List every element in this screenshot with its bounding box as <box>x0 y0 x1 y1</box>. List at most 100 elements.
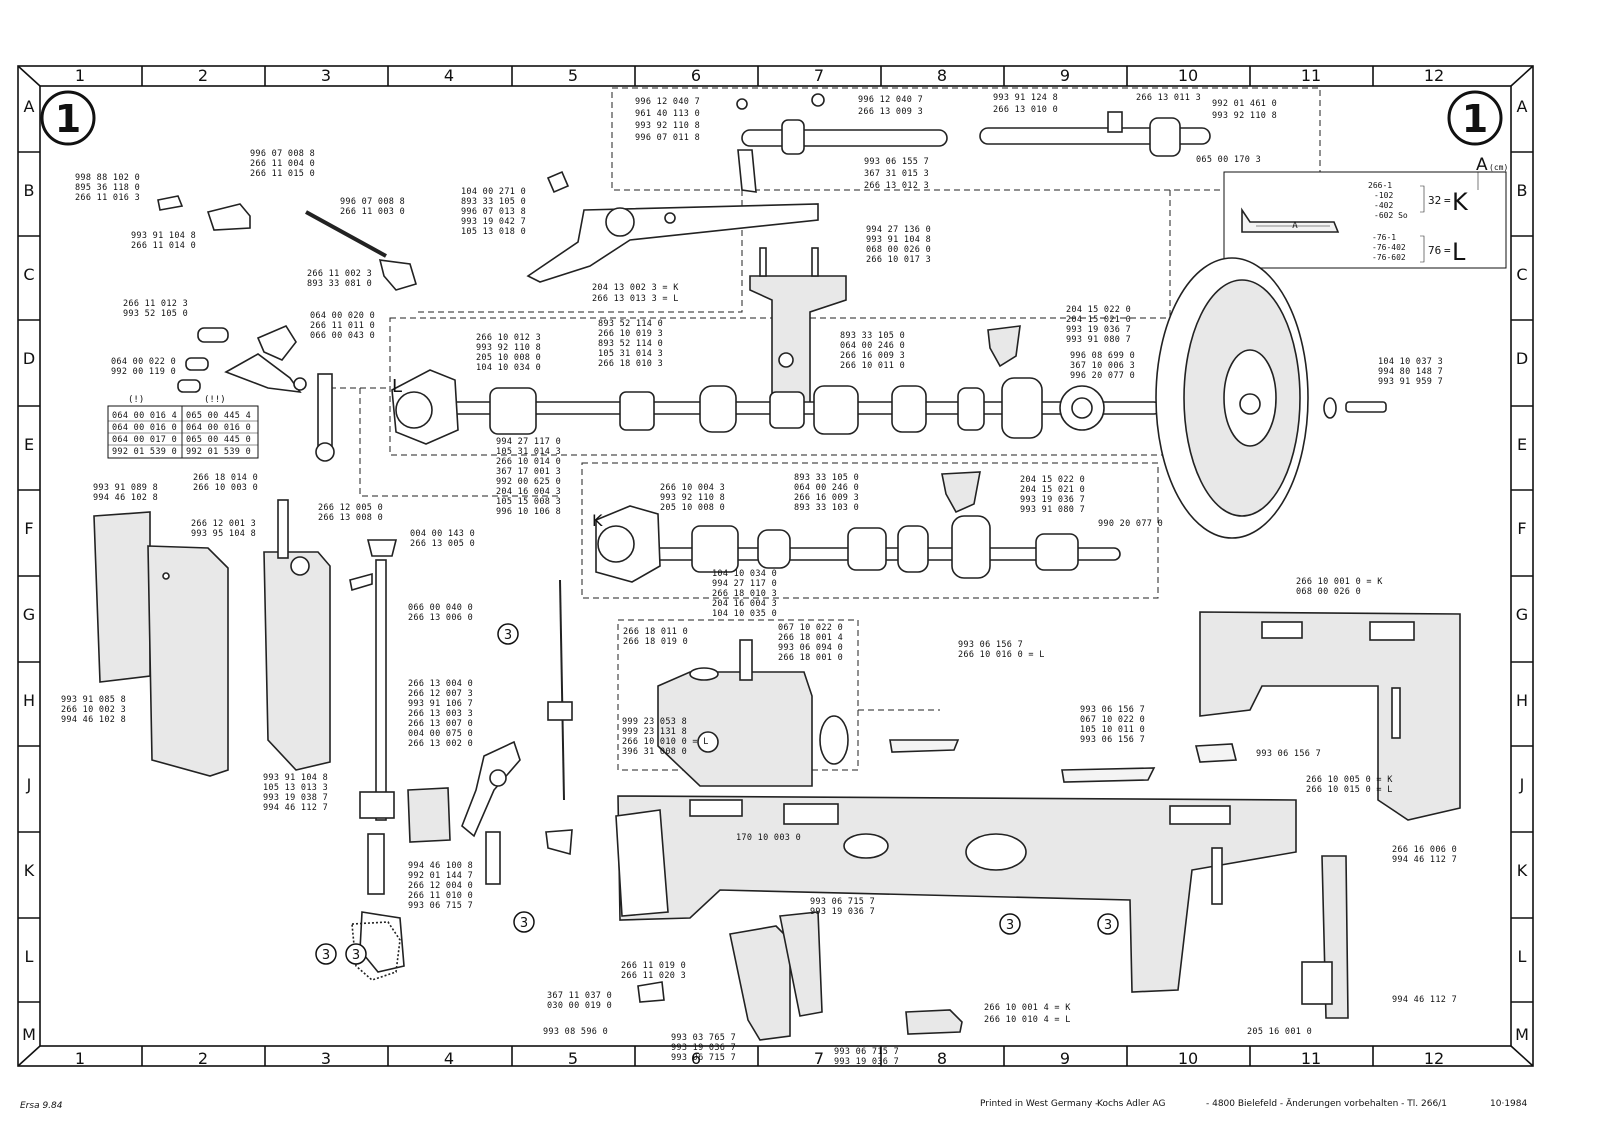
part-number-label: 992 00 625 0 <box>496 477 561 487</box>
part-number-label: 993 06 156 7 <box>1256 749 1321 759</box>
part-number-label: 266 10 001 4 = K <box>984 1003 1071 1013</box>
part-number-label: 994 80 148 7 <box>1378 367 1443 377</box>
part-number-label: 266 11 010 0 <box>408 891 473 901</box>
part-number-label: 893 33 081 0 <box>307 279 372 289</box>
lever-arm <box>526 203 819 283</box>
legend-k-code: -602 So <box>1374 211 1408 220</box>
grid-column-bottom: 3 <box>321 1049 331 1068</box>
part-number-label: 266 10 019 3 <box>598 329 663 339</box>
table-cell: 065 00 445 4 <box>186 411 251 421</box>
part-number-label: 105 15 008 3 <box>496 497 561 507</box>
part-number-label: 993 08 596 0 <box>543 1027 608 1037</box>
part-number-label: 992 01 461 0 <box>1212 99 1277 109</box>
gear-box <box>657 639 849 787</box>
main-shaft-lower <box>595 471 1121 583</box>
grid-row-right: L <box>1518 947 1527 966</box>
part-number-label: 993 19 036 7 <box>834 1057 899 1067</box>
part-number-label: 993 19 036 7 <box>671 1043 736 1053</box>
legend-k-code: -402 <box>1374 201 1393 210</box>
part-number-label: 266 11 020 3 <box>621 971 686 981</box>
needle-bar-assembly <box>263 499 405 973</box>
bed-plate <box>615 795 1297 993</box>
grid-column-top: 4 <box>444 66 454 85</box>
part-number-label: 993 91 959 7 <box>1378 377 1443 387</box>
part-number-label: 266 10 010 0 = L <box>622 737 709 747</box>
part-number-label: 205 16 001 0 <box>1247 1027 1312 1037</box>
part-number-label: 266 18 014 0 <box>193 473 258 483</box>
part-number-label: 999 23 053 8 <box>622 717 687 727</box>
legend-dim-letter: A <box>1292 221 1298 231</box>
part-number-label: 266 18 011 0 <box>623 627 688 637</box>
part-number-label: 893 33 105 0 <box>840 331 905 341</box>
part-number-label: 993 19 038 7 <box>263 793 328 803</box>
part-number-label: 996 20 077 0 <box>1070 371 1135 381</box>
part-number-label: 266 12 007 3 <box>408 689 473 699</box>
grid-row-left: C <box>23 265 34 284</box>
part-number-label: 895 36 118 0 <box>75 183 140 193</box>
part-number-label: 266 12 001 3 <box>191 519 256 529</box>
part-number-label: 993 06 715 7 <box>671 1053 736 1063</box>
part-number-label: 104 10 034 0 <box>476 363 541 373</box>
sheet-number-text: 1 <box>1462 97 1488 141</box>
part-number-label: 396 31 008 0 <box>622 747 687 757</box>
part-number-label: 266 18 010 3 <box>712 589 777 599</box>
legend-k-value: 32 <box>1428 194 1441 207</box>
part-number-label: 266 13 006 0 <box>408 613 473 623</box>
part-number-label: 367 10 006 3 <box>1070 361 1135 371</box>
part-number-label: 266 16 009 3 <box>794 493 859 503</box>
part-number-label: 893 33 105 0 <box>461 197 526 207</box>
part-number-label: 064 00 246 0 <box>794 483 859 493</box>
footer-printed: Printed in West Germany - <box>980 1099 1098 1109</box>
grid-column-bottom: 8 <box>937 1049 947 1068</box>
grid-column-top: 3 <box>321 66 331 85</box>
callout-circle <box>345 943 367 965</box>
table-cell: 064 00 016 4 <box>112 411 177 421</box>
grid-column-bottom: 1 <box>75 1049 85 1068</box>
part-number-label: 266 11 004 0 <box>250 159 315 169</box>
grid-row-right: E <box>1517 435 1527 454</box>
part-number-label: 993 91 124 8 <box>993 93 1058 103</box>
part-number-label: 266 10 010 4 = L <box>984 1015 1071 1025</box>
part-number-label: 266 10 014 0 <box>496 457 561 467</box>
part-number-label: 893 33 105 0 <box>794 473 859 483</box>
part-number-label: 104 00 271 0 <box>461 187 526 197</box>
legend-unit-note: (cm) <box>1489 163 1508 172</box>
footer-date: 10·1984 <box>1490 1099 1527 1109</box>
part-number-label: 204 16 004 3 <box>712 599 777 609</box>
part-number-label: 367 31 015 3 <box>864 169 929 179</box>
part-number-label: 993 06 715 7 <box>810 897 875 907</box>
grid-column-bottom: 10 <box>1178 1049 1198 1068</box>
part-number-label: 266 10 016 0 = L <box>958 650 1045 660</box>
grid-row-right: M <box>1515 1025 1529 1044</box>
footer-rest: - 4800 Bielefeld - Änderungen vorbehalte… <box>1206 1098 1447 1109</box>
legend-l-code: -76-602 <box>1372 253 1406 262</box>
part-number-label: 067 10 022 0 <box>1080 715 1145 725</box>
part-number-label: 994 46 100 8 <box>408 861 473 871</box>
callout-number: 3 <box>520 916 528 931</box>
part-number-label: 065 00 170 3 <box>1196 155 1261 165</box>
table-head-2: (!!) <box>204 395 226 405</box>
part-number-label: 993 91 080 7 <box>1066 335 1131 345</box>
part-number-label: 994 27 136 0 <box>866 225 931 235</box>
part-number-label: 266 11 011 0 <box>310 321 375 331</box>
grid-row-right: D <box>1516 349 1528 368</box>
grid-row-right: K <box>1517 861 1528 880</box>
part-number-label: 993 92 110 8 <box>635 121 700 131</box>
part-number-label: 993 06 155 7 <box>864 157 929 167</box>
legend-k-code: -102 <box>1374 191 1393 200</box>
table-cell: 064 00 016 0 <box>186 423 251 433</box>
part-number-label: 266 18 010 3 <box>598 359 663 369</box>
part-number-label: 999 23 131 8 <box>622 727 687 737</box>
grid-row-right: G <box>1516 605 1528 624</box>
callout-circle <box>1097 913 1119 935</box>
table-cell: 992 01 539 0 <box>112 447 177 457</box>
part-number-label: 998 88 102 0 <box>75 173 140 183</box>
part-number-label: 204 13 002 3 = K <box>592 283 679 293</box>
part-number-label: 993 19 036 7 <box>1066 325 1131 335</box>
part-number-label: 066 00 043 0 <box>310 331 375 341</box>
upper-left-small-parts <box>157 170 570 291</box>
grid-row-left: J <box>26 775 32 794</box>
